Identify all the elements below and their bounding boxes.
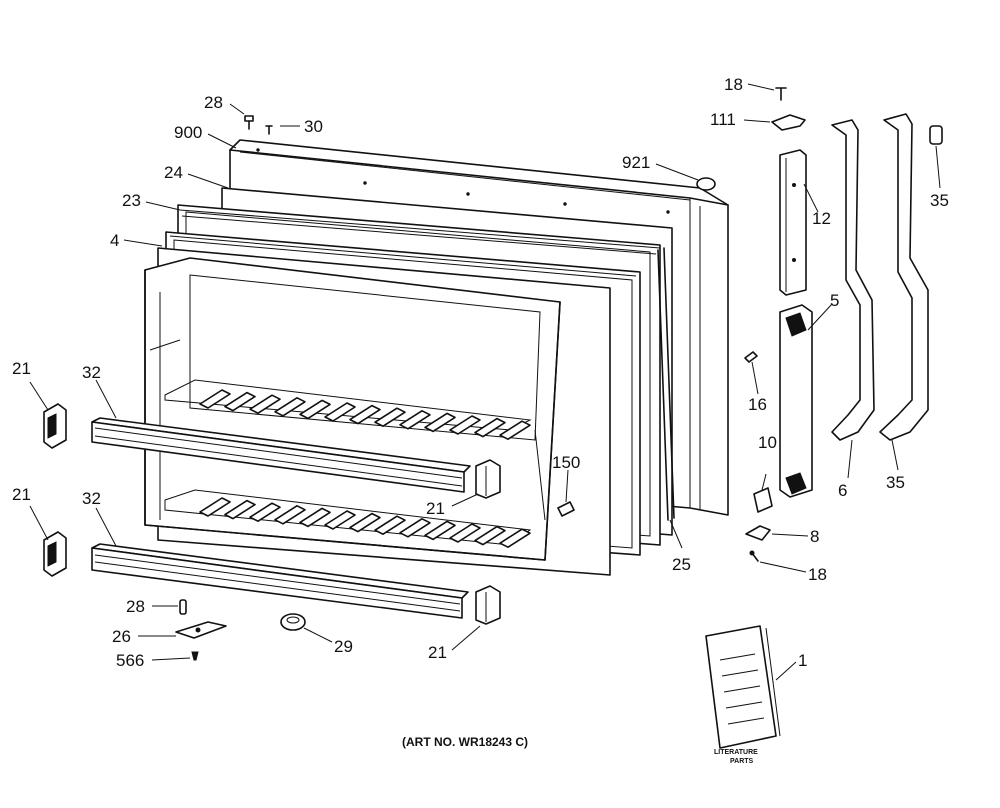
screw-18-bottom <box>749 550 759 562</box>
literature-booklet <box>705 625 781 749</box>
end-cap-left-lower <box>43 531 67 577</box>
screw-18-top <box>775 87 787 101</box>
shelf-bar-upper <box>91 417 471 493</box>
label-5: 5 <box>830 291 839 310</box>
shelf-rib <box>324 402 356 422</box>
screw-16 <box>744 351 758 363</box>
label-21-right-upper: 21 <box>426 499 445 518</box>
shelf-rib <box>424 520 456 541</box>
label-25: 25 <box>672 555 691 574</box>
shelf-rib <box>374 515 406 536</box>
label-8: 8 <box>810 527 819 546</box>
leader-lines <box>29 83 941 681</box>
screw-150 <box>557 501 575 517</box>
shelf-rib <box>399 409 431 430</box>
shelf-rib <box>349 404 381 425</box>
label-21-left-lower: 21 <box>12 485 31 504</box>
label-111: 111 <box>710 110 736 129</box>
label-16: 16 <box>748 395 767 414</box>
label-150: 150 <box>552 453 580 472</box>
label-21-right-lower: 21 <box>428 643 447 662</box>
label-10: 10 <box>758 433 777 452</box>
label-18-bottom: 18 <box>808 565 827 584</box>
screw-566 <box>191 651 199 661</box>
label-28-bottom: 28 <box>126 597 145 616</box>
label-6: 6 <box>838 481 847 500</box>
shelf-rib <box>474 417 506 438</box>
label-18-top: 18 <box>724 75 743 94</box>
label-566: 566 <box>116 651 144 670</box>
label-24: 24 <box>164 163 183 182</box>
label-30: 30 <box>304 117 323 136</box>
shelf-rib <box>374 407 406 428</box>
upper-shelf-ribs <box>199 389 531 441</box>
label-28-top: 28 <box>204 93 223 112</box>
shelf-rib <box>224 391 256 412</box>
end-cap-right-upper <box>475 459 501 499</box>
plug-29 <box>280 613 306 631</box>
literature-label-line2: PARTS <box>730 758 754 765</box>
label-26: 26 <box>112 627 131 646</box>
shelf-rib <box>299 507 331 528</box>
label-921: 921 <box>622 153 650 172</box>
label-29: 29 <box>334 637 353 656</box>
label-4: 4 <box>110 231 119 250</box>
shelf-rib <box>249 502 281 523</box>
hinge-arm-6 <box>831 119 875 441</box>
plug-921 <box>696 177 716 191</box>
shelf-rib <box>249 394 281 415</box>
label-32-upper: 32 <box>82 363 101 382</box>
screw-30 <box>265 125 273 135</box>
shelf-rib <box>299 399 331 420</box>
shelf-rib <box>474 525 506 546</box>
end-cap-left-upper <box>43 403 67 449</box>
end-cap-right-lower <box>475 585 501 625</box>
hinge-plate-12 <box>779 149 807 296</box>
shelf-rib <box>274 504 306 525</box>
screw-28-top <box>244 115 254 130</box>
label-23: 23 <box>122 191 141 210</box>
shelf-rib <box>449 523 481 543</box>
shelf-rib <box>199 497 231 517</box>
shelf-rib <box>424 412 456 433</box>
shelf-rib <box>324 510 356 530</box>
literature-label-line1: LITERATURE <box>714 749 758 756</box>
label-32-lower: 32 <box>82 489 101 508</box>
spacer-28-bottom <box>179 599 187 615</box>
shelf-rib <box>499 528 531 549</box>
shelf-rib <box>199 389 231 409</box>
art-number-caption: (ART NO. WR18243 C) <box>402 735 528 749</box>
label-1: 1 <box>798 651 807 670</box>
shelf-rib <box>274 396 306 417</box>
cap-35-top <box>929 125 943 145</box>
hinge-arm-35 <box>879 113 929 441</box>
label-35-top: 35 <box>930 191 949 210</box>
shelf-rib <box>399 517 431 538</box>
shelf-rib <box>499 420 531 441</box>
shelf-bar-lower <box>91 543 469 619</box>
shelf-rib <box>224 499 256 520</box>
shelf-rib <box>349 512 381 533</box>
label-12: 12 <box>812 209 831 228</box>
shelf-rib <box>449 415 481 435</box>
hinge-cap-111 <box>771 114 806 131</box>
label-35-bottom: 35 <box>886 473 905 492</box>
label-900: 900 <box>174 123 202 142</box>
stop-10 <box>753 487 773 513</box>
hinge-bracket-5 <box>779 304 813 498</box>
stop-8 <box>745 525 771 541</box>
bracket-26 <box>175 621 227 639</box>
gasket-strip-25 <box>657 247 675 521</box>
lower-shelf-ribs <box>199 497 531 549</box>
part-labels: 18 111 28 30 900 921 24 23 4 12 35 5 16 … <box>12 75 949 670</box>
label-21-left-upper: 21 <box>12 359 31 378</box>
